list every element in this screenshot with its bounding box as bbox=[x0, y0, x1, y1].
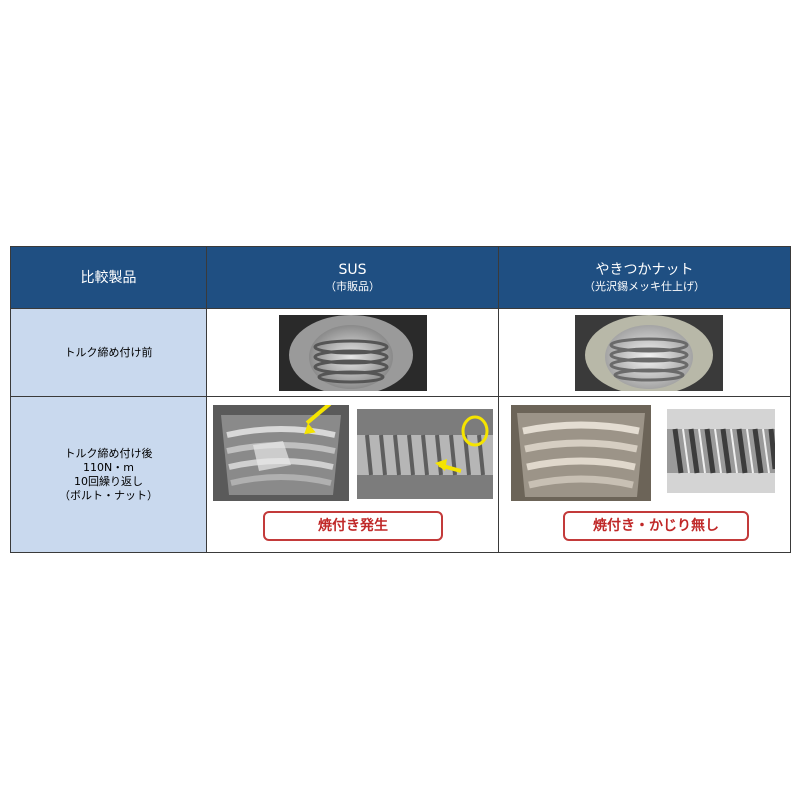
header-yakitsuka-label: やきつかナット bbox=[595, 262, 694, 278]
callout-sus-seizure: 焼付き発生 bbox=[263, 511, 443, 541]
comparison-table: 比較製品 SUS （市販品） やきつかナット （光沢錫メッキ仕上げ） トルク締め… bbox=[10, 246, 791, 553]
header-sus-label: SUS bbox=[338, 262, 367, 278]
photo-sus-bolt-after bbox=[357, 409, 493, 499]
cell-yakitsuka-after: 焼付き・かじり無し bbox=[498, 396, 791, 553]
header-product-label: 比較製品 bbox=[80, 269, 137, 286]
row-label-line: トルク締め付け前 bbox=[64, 345, 153, 359]
photo-yakitsuka-nut-after bbox=[511, 405, 651, 501]
callout-yakitsuka-no-seizure: 焼付き・かじり無し bbox=[563, 511, 749, 541]
table-row-before: トルク締め付け前 bbox=[10, 308, 791, 397]
bolt-photo-graphic bbox=[667, 409, 775, 493]
header-cell-yakitsuka: やきつかナット （光沢錫メッキ仕上げ） bbox=[498, 246, 791, 309]
row-label-before: トルク締め付け前 bbox=[10, 308, 207, 397]
row-label-line: （ボルト・ナット） bbox=[59, 488, 158, 502]
row-label-line: トルク締め付け後 bbox=[64, 446, 153, 460]
nut-photo-graphic bbox=[213, 405, 349, 501]
photo-yakitsuka-bolt-after bbox=[667, 409, 775, 493]
bolt-photo-graphic bbox=[357, 409, 493, 499]
nut-photo-graphic bbox=[575, 315, 723, 391]
cell-sus-after: 焼付き発生 bbox=[206, 396, 499, 553]
table-row-after: トルク締め付け後 110N・m 10回繰り返し （ボルト・ナット） bbox=[10, 396, 791, 553]
photo-yakitsuka-nut-before bbox=[575, 315, 723, 391]
photo-sus-nut-after bbox=[213, 405, 349, 501]
row-label-after: トルク締め付け後 110N・m 10回繰り返し （ボルト・ナット） bbox=[10, 396, 207, 553]
header-cell-product: 比較製品 bbox=[10, 246, 207, 309]
cell-yakitsuka-before bbox=[498, 308, 791, 397]
photo-sus-nut-before bbox=[279, 315, 427, 391]
header-row: 比較製品 SUS （市販品） やきつかナット （光沢錫メッキ仕上げ） bbox=[10, 246, 791, 309]
cell-sus-before bbox=[206, 308, 499, 397]
row-label-line: 110N・m bbox=[83, 460, 134, 474]
nut-photo-graphic bbox=[279, 315, 427, 391]
row-label-line: 10回繰り返し bbox=[74, 474, 143, 488]
nut-photo-graphic bbox=[511, 405, 651, 501]
header-cell-sus: SUS （市販品） bbox=[206, 246, 499, 309]
header-yakitsuka-sub: （光沢錫メッキ仕上げ） bbox=[584, 280, 705, 293]
header-sus-sub: （市販品） bbox=[325, 280, 380, 293]
